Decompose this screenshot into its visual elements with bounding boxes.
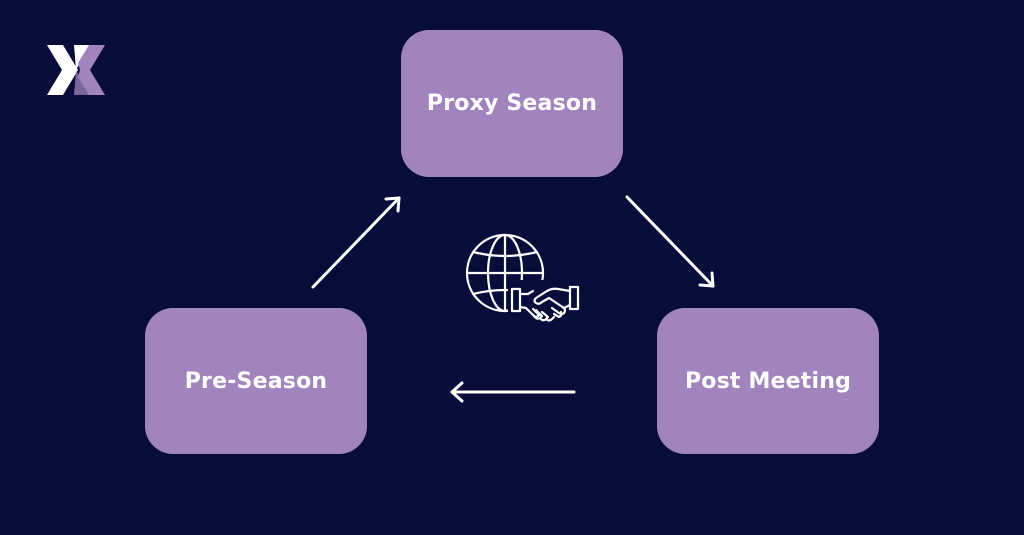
pre-season-node: Pre-Season [145,308,367,454]
globe-handshake-icon [465,233,582,330]
proxy-season-node: Proxy Season [401,30,623,177]
arrow-proxy-to-post [625,195,715,288]
post-meeting-label: Post Meeting [684,368,852,394]
x-logo-icon [47,45,105,95]
arrow-post-to-pre [450,381,576,403]
arrow-pre-to-proxy [311,196,401,289]
pre-season-label: Pre-Season [184,368,328,394]
proxy-season-label: Proxy Season [426,91,598,116]
post-meeting-node: Post Meeting [657,308,879,454]
